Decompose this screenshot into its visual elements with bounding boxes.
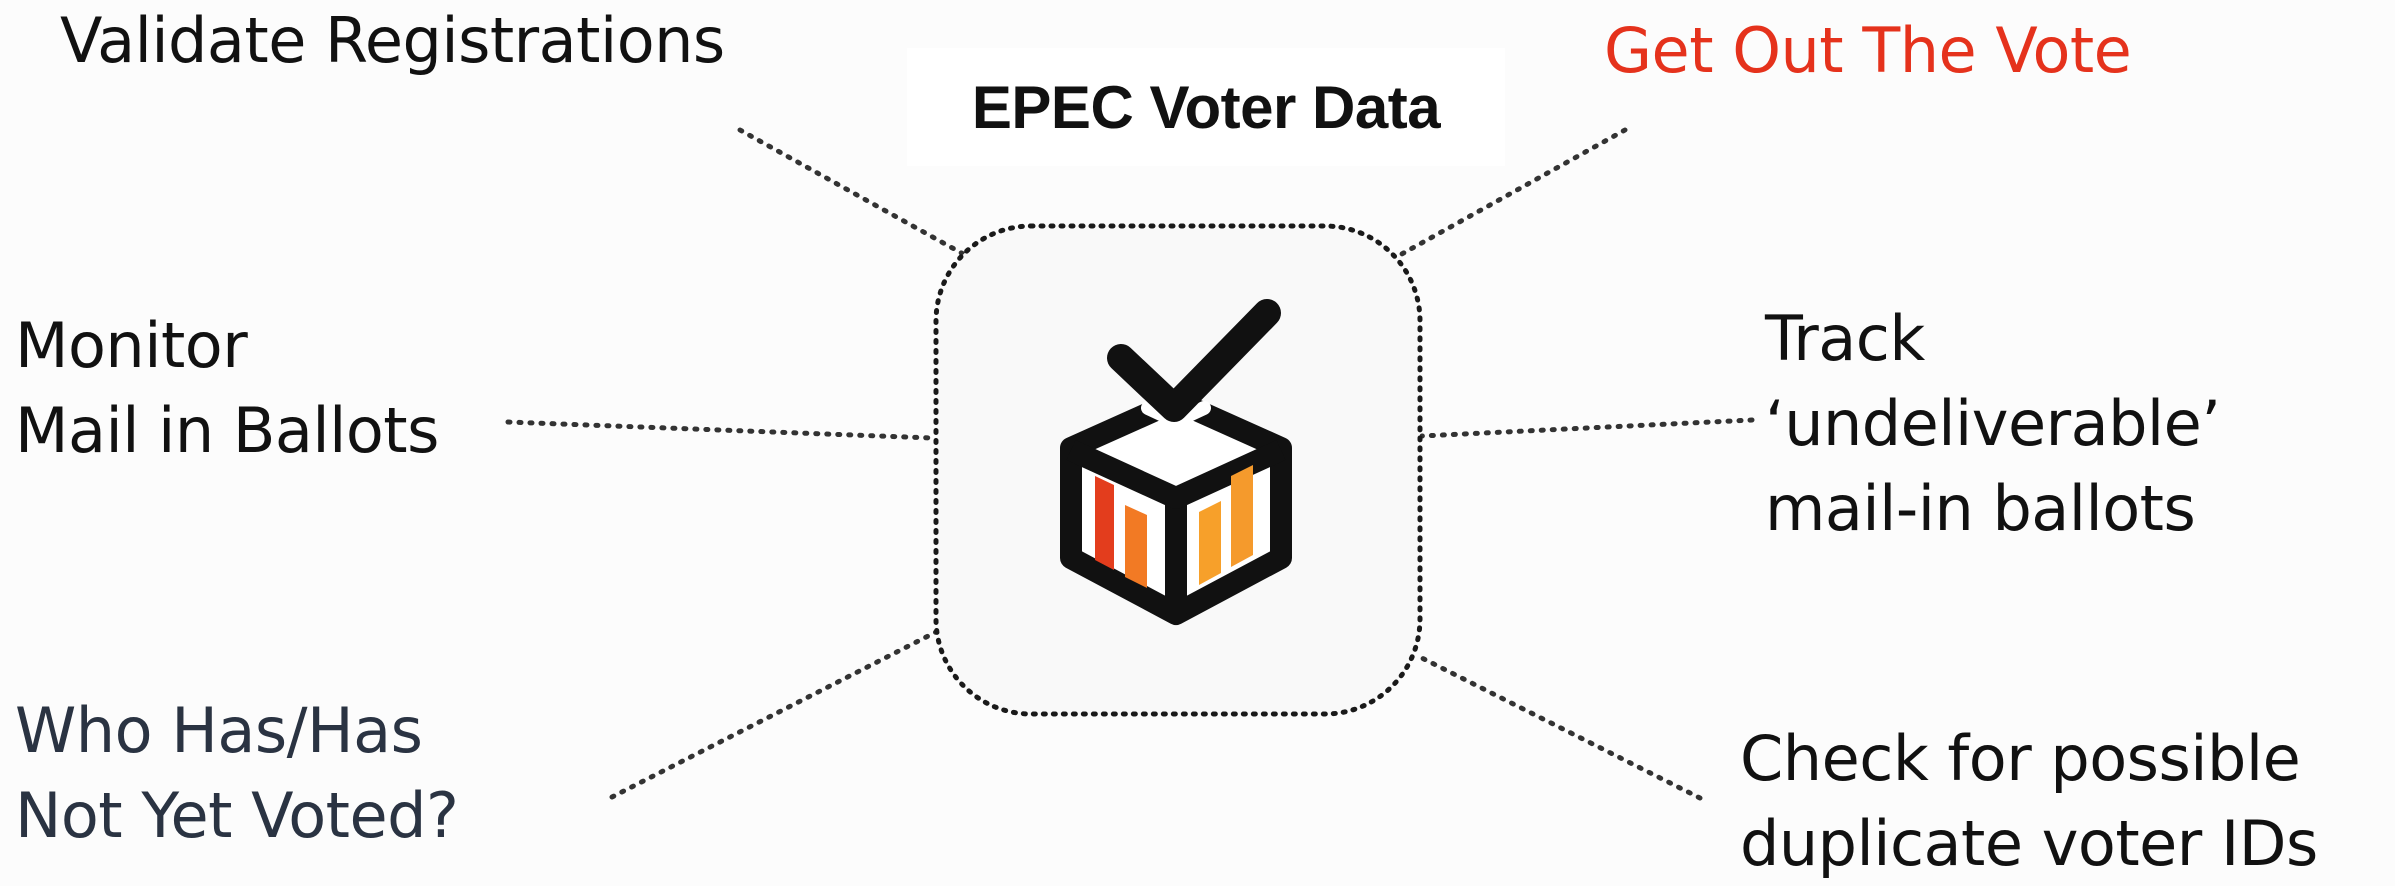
goal-label-line: ‘undeliverable’ [1765, 387, 2221, 460]
connector-gotv [1397, 127, 1628, 258]
goal-label-line: Validate Registrations [60, 4, 725, 77]
goal-label-line: Not Yet Voted? [15, 779, 459, 852]
goal-who-has-voted: Who Has/Has Not Yet Voted? [15, 688, 459, 858]
goal-get-out-the-vote: Get Out The Vote [1604, 8, 2132, 93]
title-box: EPEC Voter Data [907, 48, 1505, 166]
diagram-title: EPEC Voter Data [971, 73, 1441, 141]
goal-check-duplicates: Check for possible duplicate voter IDs [1740, 716, 2318, 886]
ballot-box-icon [1060, 299, 1292, 625]
connector-monitor [505, 419, 935, 441]
connector-track [1419, 417, 1755, 439]
goal-label-line: duplicate voter IDs [1740, 807, 2318, 880]
connector-validate [737, 127, 968, 258]
connector-voted [609, 629, 939, 800]
goal-track-undeliverable: Track ‘undeliverable’ mail-in ballots [1765, 296, 2221, 551]
goal-monitor-mail-ballots: Monitor Mail in Ballots [15, 303, 439, 473]
checkmark-icon [1107, 299, 1281, 422]
goal-label-line: Track [1765, 302, 1925, 375]
goal-label-line: Mail in Ballots [15, 394, 439, 467]
connectors [505, 127, 1755, 801]
goal-validate-registrations: Validate Registrations [60, 0, 725, 83]
goal-label-line: Get Out The Vote [1604, 14, 2132, 87]
goal-label-line: Monitor [15, 309, 248, 382]
goal-label-line: Check for possible [1740, 722, 2301, 795]
goal-label-line: Who Has/Has [15, 694, 423, 767]
goal-label-line: mail-in ballots [1765, 472, 2196, 545]
bar-chart-icon [1095, 465, 1253, 588]
connector-duplicate [1413, 652, 1703, 801]
